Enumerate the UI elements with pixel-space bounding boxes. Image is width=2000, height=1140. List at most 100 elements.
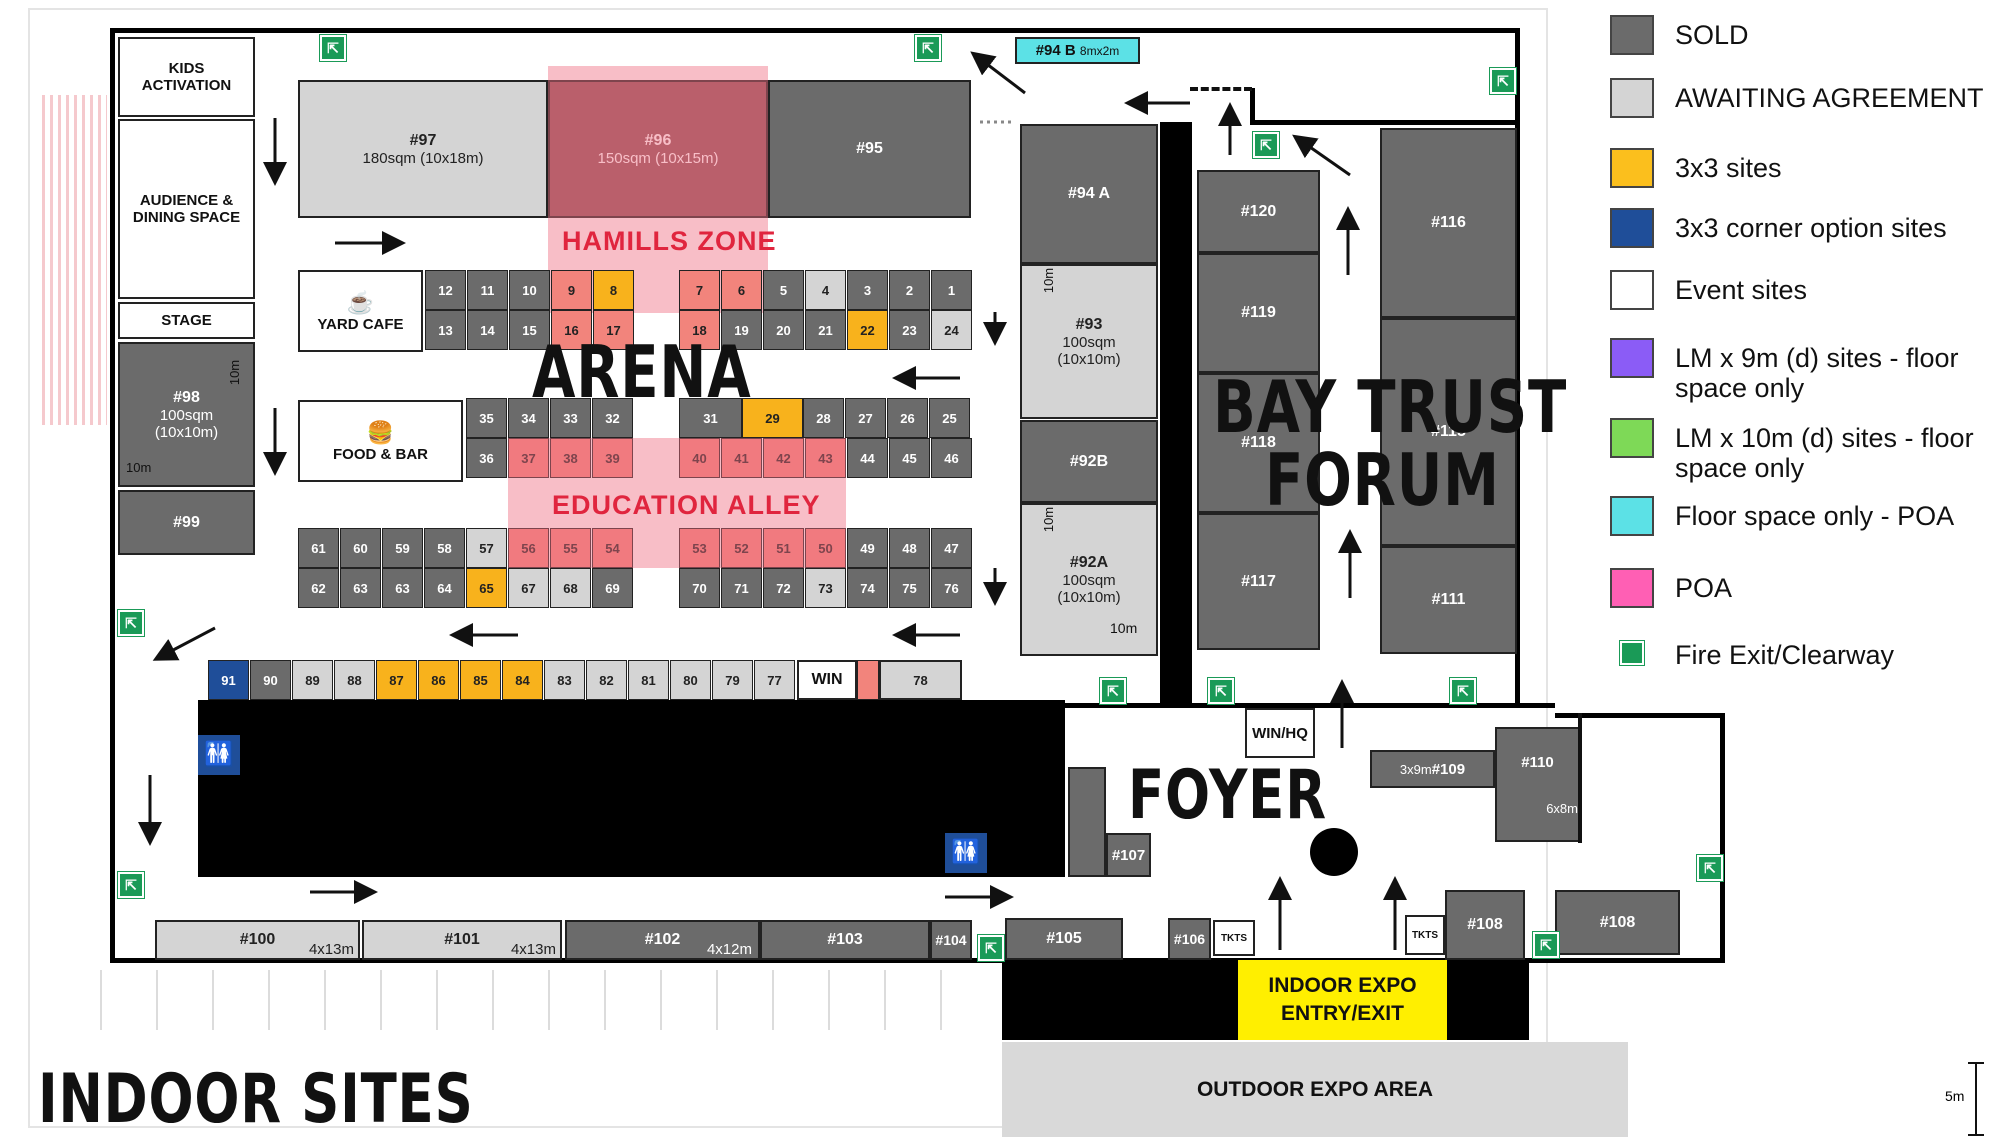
site-67[interactable]: 67 [508, 568, 549, 608]
site-31[interactable]: 31 [679, 398, 742, 438]
site-20[interactable]: 20 [763, 310, 804, 350]
site-81[interactable]: 81 [628, 660, 669, 700]
site-105[interactable]: #105 [1005, 918, 1123, 960]
site-90[interactable]: 90 [250, 660, 291, 700]
site-2[interactable]: 2 [889, 270, 930, 310]
site-28[interactable]: 28 [803, 398, 844, 438]
site-17[interactable]: 17 [593, 310, 634, 350]
site-16[interactable]: 16 [551, 310, 592, 350]
site-47[interactable]: 47 [931, 528, 972, 568]
site-97[interactable]: #97 180sqm (10x18m) [298, 80, 548, 218]
site-94a[interactable]: #94 A [1020, 124, 1158, 264]
site-104[interactable]: #104 [930, 920, 972, 960]
site-54[interactable]: 54 [592, 528, 633, 568]
site-70[interactable]: 70 [679, 568, 720, 608]
site-13[interactable]: 13 [425, 310, 466, 350]
site-88[interactable]: 88 [334, 660, 375, 700]
site-33[interactable]: 33 [550, 398, 591, 438]
site-3[interactable]: 3 [847, 270, 888, 310]
site-63[interactable]: 63 [340, 568, 381, 608]
site-11[interactable]: 11 [467, 270, 508, 310]
site-43[interactable]: 43 [805, 438, 846, 478]
site-8[interactable]: 8 [593, 270, 634, 310]
site-77[interactable]: 77 [754, 660, 795, 700]
site-120[interactable]: #120 [1197, 170, 1320, 253]
site-50[interactable]: 50 [805, 528, 846, 568]
site-64[interactable]: 64 [424, 568, 465, 608]
site-75[interactable]: 75 [889, 568, 930, 608]
site-35[interactable]: 35 [466, 398, 507, 438]
site-21[interactable]: 21 [805, 310, 846, 350]
site-98[interactable]: #98 100sqm (10x10m) [118, 342, 255, 487]
site-27[interactable]: 27 [845, 398, 886, 438]
site-65[interactable]: 65 [466, 568, 507, 608]
site-115[interactable]: #115 [1380, 318, 1517, 546]
site-56[interactable]: 56 [508, 528, 549, 568]
site-1[interactable]: 1 [931, 270, 972, 310]
site-110[interactable]: #110 6x8m [1495, 727, 1580, 842]
site-107[interactable]: #107 [1106, 833, 1151, 877]
site-41[interactable]: 41 [721, 438, 762, 478]
site-89[interactable]: 89 [292, 660, 333, 700]
site-55[interactable]: 55 [550, 528, 591, 568]
site-71[interactable]: 71 [721, 568, 762, 608]
site-118[interactable]: #118 [1197, 373, 1320, 513]
site-108-right[interactable]: #108 [1555, 890, 1680, 955]
site-92b[interactable]: #92B [1020, 420, 1158, 503]
site-25[interactable]: 25 [929, 398, 970, 438]
site-32[interactable]: 32 [592, 398, 633, 438]
site-85[interactable]: 85 [460, 660, 501, 700]
site-12[interactable]: 12 [425, 270, 466, 310]
site-22[interactable]: 22 [847, 310, 888, 350]
site-51[interactable]: 51 [763, 528, 804, 568]
site-87[interactable]: 87 [376, 660, 417, 700]
site-4[interactable]: 4 [805, 270, 846, 310]
site-103[interactable]: #103 [760, 920, 930, 960]
site-19[interactable]: 19 [721, 310, 762, 350]
site-106[interactable]: #106 [1168, 918, 1211, 960]
site-18[interactable]: 18 [679, 310, 720, 350]
site-40[interactable]: 40 [679, 438, 720, 478]
site-117[interactable]: #117 [1197, 513, 1320, 650]
site-96[interactable]: #96 150sqm (10x15m) [548, 80, 768, 218]
site-60[interactable]: 60 [340, 528, 381, 568]
site-91[interactable]: 91 [208, 660, 249, 700]
site-93[interactable]: #93 100sqm (10x10m) [1020, 264, 1158, 419]
site-15[interactable]: 15 [509, 310, 550, 350]
site-76[interactable]: 76 [931, 568, 972, 608]
site-38[interactable]: 38 [550, 438, 591, 478]
site-95[interactable]: #95 [768, 80, 971, 218]
site-99[interactable]: #99 [118, 490, 255, 555]
site-39[interactable]: 39 [592, 438, 633, 478]
site-24[interactable]: 24 [931, 310, 972, 350]
site-92a[interactable]: #92A 100sqm (10x10m) [1020, 503, 1158, 656]
site-9[interactable]: 9 [551, 270, 592, 310]
site-94b[interactable]: #94 B 8mx2m [1015, 37, 1140, 64]
site-29[interactable]: 29 [742, 398, 803, 438]
site-58[interactable]: 58 [424, 528, 465, 568]
site-61[interactable]: 61 [298, 528, 339, 568]
site-116[interactable]: #116 [1380, 128, 1517, 318]
site-109[interactable]: 3x9m#109 [1370, 750, 1495, 788]
indoor-expo-entry[interactable]: INDOOR EXPO ENTRY/EXIT [1238, 960, 1447, 1040]
site-14[interactable]: 14 [467, 310, 508, 350]
site-5[interactable]: 5 [763, 270, 804, 310]
site-68[interactable]: 68 [550, 568, 591, 608]
site-7[interactable]: 7 [679, 270, 720, 310]
site-59[interactable]: 59 [382, 528, 423, 568]
site-108-left[interactable]: #108 [1445, 890, 1525, 960]
site-69[interactable]: 69 [592, 568, 633, 608]
site-73[interactable]: 73 [805, 568, 846, 608]
site-74[interactable]: 74 [847, 568, 888, 608]
site-45[interactable]: 45 [889, 438, 930, 478]
site-119[interactable]: #119 [1197, 253, 1320, 373]
site-111[interactable]: #111 [1380, 546, 1517, 654]
site-6[interactable]: 6 [721, 270, 762, 310]
site-84[interactable]: 84 [502, 660, 543, 700]
site-82[interactable]: 82 [586, 660, 627, 700]
site-62[interactable]: 62 [298, 568, 339, 608]
site-57[interactable]: 57 [466, 528, 507, 568]
